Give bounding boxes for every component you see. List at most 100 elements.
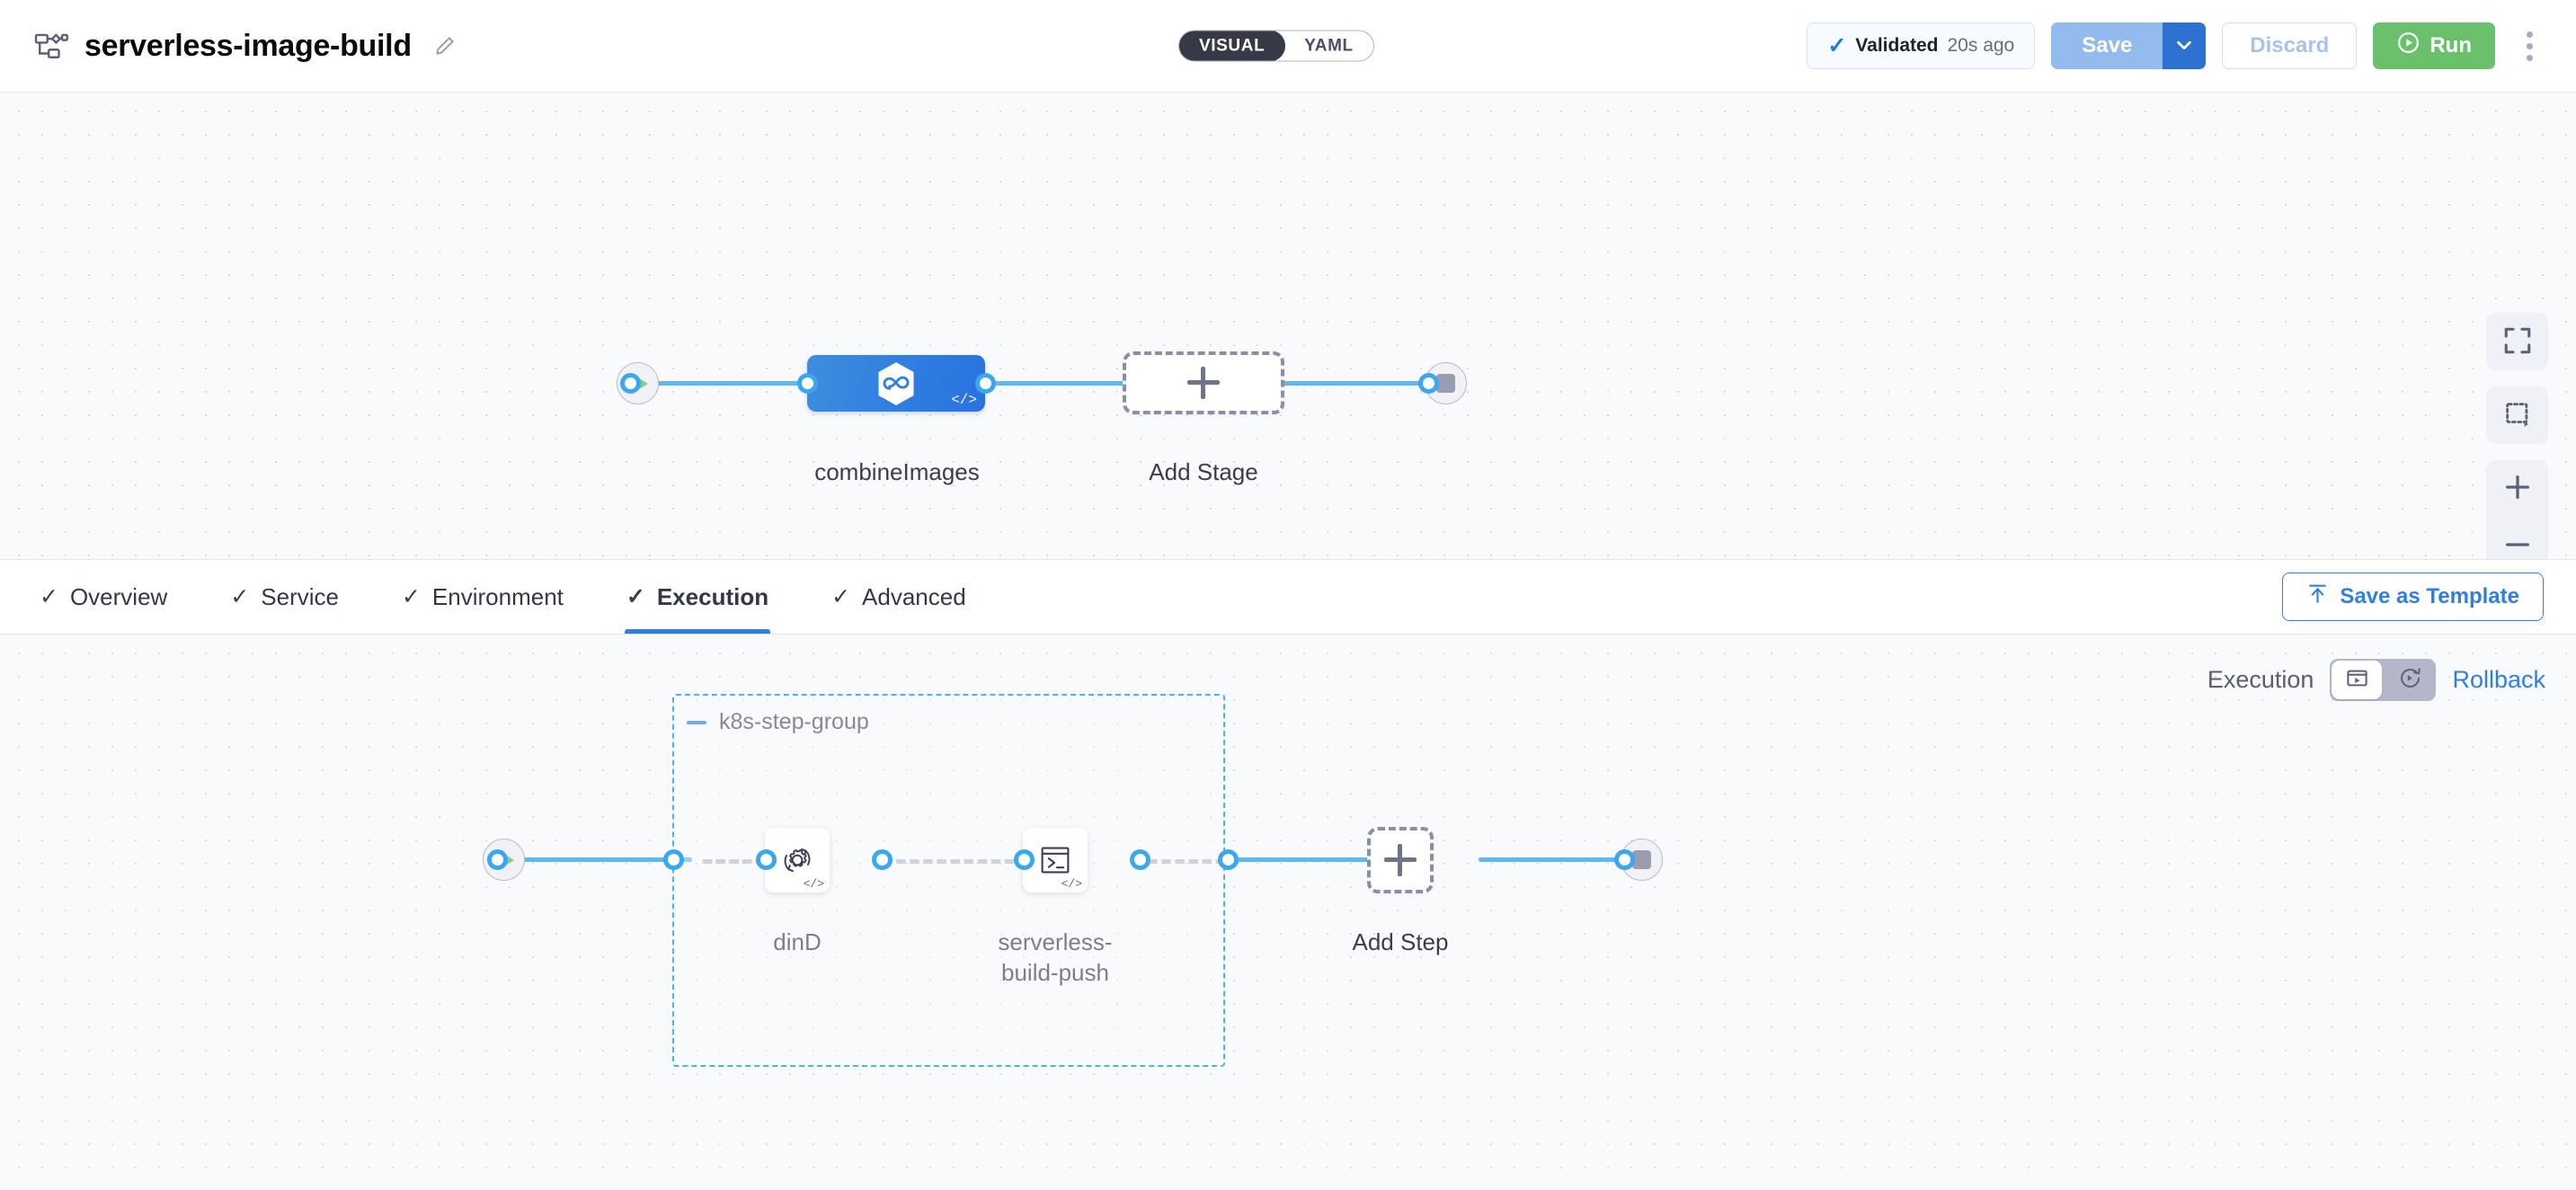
- port-exec-end-in[interactable]: [1614, 849, 1635, 870]
- check-icon: ✓: [40, 583, 58, 609]
- plus-icon: [1384, 844, 1417, 876]
- edge-start-to-stage: [645, 381, 906, 386]
- fit-to-screen-button[interactable]: [2486, 313, 2548, 370]
- rollback-label: Rollback: [2452, 666, 2545, 693]
- edge-stage-to-addstage: [966, 381, 1128, 386]
- add-stage-label: Add Stage: [1149, 458, 1258, 485]
- add-stage-button[interactable]: [1123, 351, 1284, 414]
- plus-icon: [1187, 367, 1220, 399]
- page-title: serverless-image-build: [84, 28, 412, 63]
- port-group-in[interactable]: [663, 849, 684, 870]
- save-button[interactable]: Save: [2051, 22, 2163, 69]
- step-group-k8s[interactable]: [672, 694, 1225, 1067]
- pipeline-icon: [34, 31, 68, 61]
- minus-icon[interactable]: [687, 720, 706, 724]
- selection-box-icon: [2502, 399, 2533, 432]
- tab-label: Service: [261, 582, 339, 610]
- stage-code-badge: </>: [951, 392, 977, 408]
- kebab-menu-icon[interactable]: [2513, 22, 2545, 69]
- exec-rollback-toggle[interactable]: [2330, 659, 2437, 701]
- play-box-icon: [2345, 666, 2369, 695]
- execution-label: Execution: [2207, 666, 2314, 693]
- add-step-label: Add Step: [1352, 928, 1449, 955]
- tab-label: Environment: [431, 582, 564, 610]
- step-code-badge: </>: [1061, 877, 1082, 891]
- stage-config-tabs: ✓ Overview ✓ Service ✓ Environment ✓ Exe…: [0, 560, 2576, 635]
- toggle-execution[interactable]: [2332, 661, 2383, 699]
- port-stage-in[interactable]: [797, 373, 818, 394]
- port-end-in[interactable]: [1418, 373, 1439, 394]
- edge-addstage-to-end: [1276, 381, 1447, 386]
- check-icon: ✓: [401, 583, 421, 609]
- port-stage-out[interactable]: [975, 373, 996, 394]
- check-icon: ✓: [831, 583, 851, 609]
- tab-overview[interactable]: ✓ Overview: [40, 560, 167, 634]
- pencil-icon[interactable]: [428, 34, 457, 58]
- validated-label: Validated: [1855, 35, 1939, 56]
- check-icon: ✓: [1827, 32, 1847, 58]
- step-node-serverless-build-push[interactable]: </>: [1023, 828, 1088, 892]
- view-mode-toggle[interactable]: VISUAL YAML: [1178, 30, 1374, 62]
- execution-rollback-switch: Execution: [2207, 659, 2545, 701]
- gear-sync-icon: [777, 839, 818, 881]
- execution-graph-canvas[interactable]: Execution: [0, 635, 2576, 1190]
- tab-yaml[interactable]: YAML: [1304, 36, 1354, 55]
- port-group-out[interactable]: [1218, 849, 1239, 870]
- port-buildpush-in[interactable]: [1014, 849, 1035, 870]
- zoom-in-button[interactable]: [2486, 460, 2548, 518]
- stop-icon: [1632, 850, 1651, 869]
- tab-execution[interactable]: ✓ Execution: [624, 560, 771, 634]
- terminal-icon: [1035, 839, 1076, 881]
- save-dropdown-button[interactable]: [2163, 22, 2207, 69]
- tab-visual[interactable]: VISUAL: [1178, 31, 1286, 61]
- step-label-dind: dinD: [773, 928, 822, 955]
- tab-environment[interactable]: ✓ Environment: [402, 560, 564, 634]
- tab-label: Advanced: [862, 582, 966, 610]
- run-button[interactable]: Run: [2373, 22, 2495, 69]
- app-header: serverless-image-build VISUAL YAML ✓ Val…: [0, 0, 2576, 93]
- stage-node-combineimages[interactable]: </>: [807, 355, 985, 412]
- ci-infinity-icon: [875, 360, 918, 407]
- port-dind-out[interactable]: [872, 849, 893, 870]
- rollback-clock-icon: [2398, 666, 2422, 695]
- port-exec-start-out[interactable]: [487, 849, 508, 870]
- tab-advanced[interactable]: ✓ Advanced: [831, 560, 966, 634]
- port-dind-in[interactable]: [756, 849, 777, 870]
- step-group-title: k8s-step-group: [719, 709, 869, 734]
- stop-icon: [1436, 374, 1455, 393]
- status-badge: ✓ Validated 20s ago: [1807, 22, 2036, 69]
- chevron-down-icon: [2174, 35, 2194, 58]
- stage-graph-canvas[interactable]: </> combineImages Add Stage: [0, 93, 2576, 560]
- edge-dind-to-buildpush: [881, 859, 1016, 864]
- plus-icon: [2502, 472, 2533, 507]
- check-icon: ✓: [230, 583, 250, 609]
- canvas-controls: [2486, 313, 2548, 560]
- save-as-template-button[interactable]: Save as Template: [2282, 573, 2544, 621]
- check-icon: ✓: [626, 583, 645, 609]
- play-circle-icon: [2396, 31, 2421, 61]
- marquee-select-button[interactable]: [2486, 386, 2548, 444]
- header-actions: ✓ Validated 20s ago Save Discard: [1807, 22, 2545, 69]
- edge-buildpush-to-groupout: [1146, 859, 1240, 864]
- upload-template-icon: [2306, 582, 2329, 611]
- edge-addstep-to-end: [1479, 857, 1640, 862]
- port-start-out[interactable]: [620, 373, 641, 394]
- step-code-badge: </>: [803, 877, 824, 891]
- discard-button[interactable]: Discard: [2222, 22, 2358, 69]
- add-step-button[interactable]: [1367, 827, 1434, 893]
- edge-group-in-to-dind: [701, 859, 773, 864]
- toggle-rollback[interactable]: [2384, 659, 2436, 701]
- save-button-group[interactable]: Save: [2051, 22, 2207, 69]
- minus-icon: [2502, 529, 2533, 560]
- validated-time: 20s ago: [1947, 35, 2015, 56]
- zoom-stack: [2486, 460, 2548, 560]
- step-group-header: k8s-step-group: [687, 709, 869, 735]
- tab-label: Execution: [656, 582, 769, 610]
- header-left: serverless-image-build: [34, 29, 457, 64]
- tab-label: Overview: [69, 582, 168, 610]
- tab-service[interactable]: ✓ Service: [230, 560, 339, 634]
- step-label-serverless-build-push: serverless- build-push: [998, 928, 1113, 987]
- port-buildpush-out[interactable]: [1130, 849, 1150, 870]
- edge-start-to-group: [512, 857, 692, 862]
- zoom-out-button[interactable]: [2486, 518, 2548, 560]
